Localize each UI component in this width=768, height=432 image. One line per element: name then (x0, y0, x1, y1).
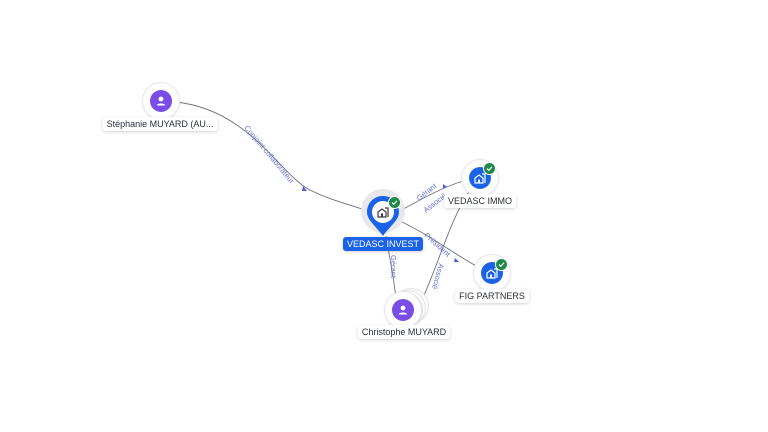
person-icon (150, 90, 172, 112)
verified-check-icon (483, 162, 496, 175)
node-label-christophe[interactable]: Christophe MUYARD (357, 325, 451, 339)
edge-label-gerant-invest: Gérant (389, 255, 398, 279)
arrow-conjoint (302, 186, 307, 191)
edge-label-associe-christophe: Associé (430, 262, 445, 290)
edge-label-conjoint: Conjoint collaborateur (242, 124, 296, 186)
arrow-gerant-immo (443, 184, 447, 189)
node-label-stephanie[interactable]: Stéphanie MUYARD (AU... (102, 117, 218, 131)
node-label-fig-partners[interactable]: FIG PARTNERS (455, 289, 529, 303)
verified-check-icon (495, 258, 508, 271)
edge-label-president: Président (423, 231, 453, 260)
arrow-president (454, 258, 459, 262)
edge-vedasc-invest-fig-partners (397, 219, 481, 269)
building-icon (377, 207, 389, 218)
person-icon (392, 299, 414, 321)
edge-stephanie-vedasc-invest (175, 101, 373, 213)
node-label-vedasc-immo[interactable]: VEDASC IMMO (443, 194, 517, 208)
verified-check-icon (388, 196, 401, 209)
node-label-vedasc-invest[interactable]: VEDASC INVEST (342, 237, 424, 251)
